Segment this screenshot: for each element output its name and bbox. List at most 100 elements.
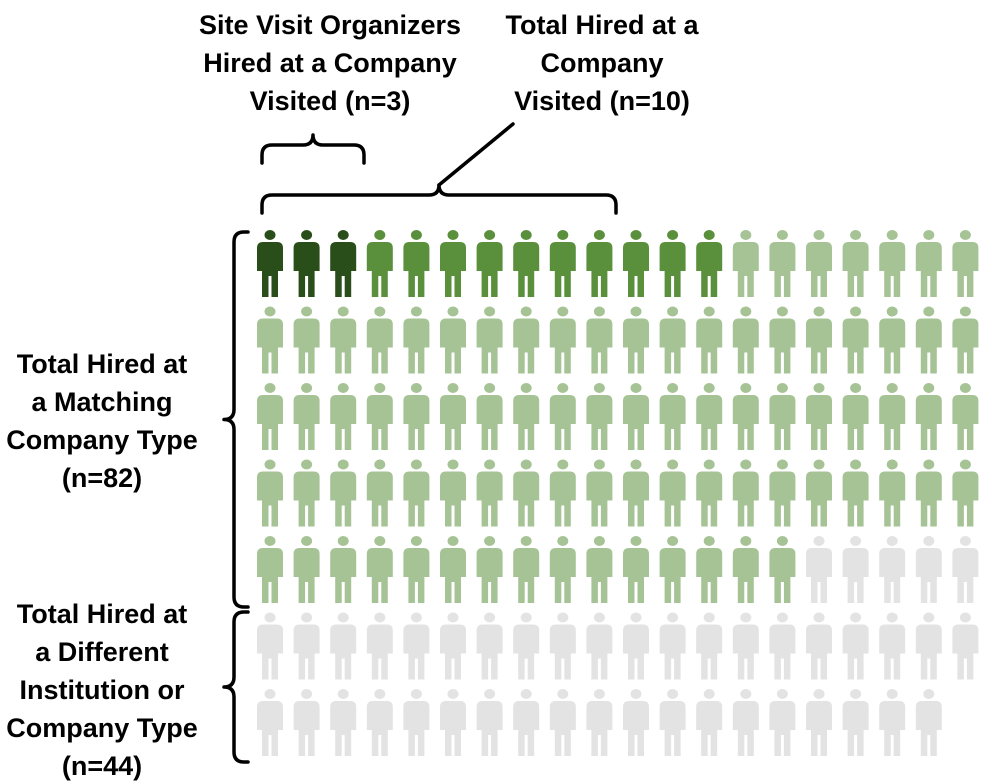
person-icon xyxy=(732,612,759,680)
person-icon xyxy=(366,459,393,527)
person-icon xyxy=(549,230,576,297)
person-icon xyxy=(366,230,393,297)
label-line: Company xyxy=(540,48,664,78)
person-icon xyxy=(586,459,613,527)
person-icon xyxy=(257,306,283,374)
person-icon xyxy=(549,383,576,450)
label-line: Hired at a Company xyxy=(203,48,457,78)
person-icon xyxy=(403,383,430,450)
person-icon xyxy=(732,306,759,374)
person-icon xyxy=(549,306,576,374)
person-icon xyxy=(586,383,613,450)
person-icon xyxy=(659,383,686,450)
person-icon xyxy=(732,383,759,450)
label-line: Visited (n=3) xyxy=(249,86,411,116)
person-icon xyxy=(440,536,466,603)
person-icon xyxy=(879,612,906,680)
person-icon xyxy=(806,383,832,450)
person-icon xyxy=(293,383,320,450)
person-icon xyxy=(257,459,283,527)
person-icon xyxy=(549,689,576,756)
person-icon xyxy=(476,536,503,603)
person-icon xyxy=(476,612,503,680)
person-icon xyxy=(732,230,759,297)
person-icon xyxy=(513,230,540,297)
person-icon xyxy=(769,689,796,756)
person-icon xyxy=(403,306,430,374)
person-icon xyxy=(769,306,796,374)
person-icon xyxy=(915,612,942,680)
person-icon xyxy=(366,689,393,756)
person-icon xyxy=(842,230,869,297)
label-line: Institution or xyxy=(19,675,185,705)
person-icon xyxy=(769,383,796,450)
person-icon xyxy=(513,536,540,603)
brace-total-hired-company-visited xyxy=(260,183,618,215)
person-icon xyxy=(330,689,357,756)
person-icon xyxy=(623,306,649,374)
person-icon xyxy=(513,383,540,450)
person-icon xyxy=(330,230,357,297)
label-line: Total Hired at a xyxy=(505,10,699,40)
person-icon xyxy=(915,306,942,374)
person-icon xyxy=(366,306,393,374)
person-icon xyxy=(513,459,540,527)
person-icon xyxy=(440,689,466,756)
person-icon xyxy=(659,689,686,756)
person-icon xyxy=(403,459,430,527)
person-icon xyxy=(696,306,723,374)
person-icon xyxy=(403,230,430,297)
person-icon xyxy=(842,383,869,450)
label-line: Site Visit Organizers xyxy=(198,10,462,40)
label-total-hired-company-visited: Total Hired at a Company Visited (n=10) xyxy=(482,6,722,120)
person-icon xyxy=(403,536,430,603)
person-icon xyxy=(257,230,283,297)
person-icon xyxy=(293,612,320,680)
person-icon xyxy=(732,689,759,756)
person-icon xyxy=(806,230,832,297)
person-icon xyxy=(879,383,906,450)
person-icon xyxy=(696,459,723,527)
person-icon xyxy=(330,459,357,527)
person-icon xyxy=(293,459,320,527)
label-line: Company Type xyxy=(6,713,198,743)
person-icon xyxy=(293,689,320,756)
person-icon xyxy=(696,689,723,756)
person-icon xyxy=(403,612,430,680)
person-icon xyxy=(403,689,430,756)
person-icon xyxy=(732,536,759,603)
leader-line xyxy=(437,122,515,187)
person-icon xyxy=(952,459,979,527)
person-icon xyxy=(366,383,393,450)
brace-matching-company-type xyxy=(222,230,250,609)
person-icon xyxy=(915,689,942,756)
label-site-visit-organizers: Site Visit Organizers Hired at a Company… xyxy=(188,6,472,120)
label-line: a Matching xyxy=(31,387,173,417)
person-icon xyxy=(293,306,320,374)
person-icon xyxy=(257,383,283,450)
person-icon xyxy=(476,306,503,374)
person-icon xyxy=(623,230,649,297)
person-icon xyxy=(769,536,796,603)
person-icon xyxy=(549,459,576,527)
person-icon xyxy=(440,230,466,297)
person-icon xyxy=(330,612,357,680)
label-total-hired-different-type: Total Hired at a Different Institution o… xyxy=(0,595,204,784)
person-icon xyxy=(476,689,503,756)
person-icon xyxy=(623,536,649,603)
person-icon xyxy=(513,612,540,680)
person-icon xyxy=(476,230,503,297)
label-line: Visited (n=10) xyxy=(514,86,690,116)
person-icon xyxy=(257,536,283,603)
person-icon xyxy=(842,689,869,756)
person-icon xyxy=(659,306,686,374)
person-icon xyxy=(915,383,942,450)
person-icon xyxy=(476,383,503,450)
label-line: (n=82) xyxy=(61,463,143,493)
person-icon xyxy=(623,459,649,527)
person-icon xyxy=(842,536,869,603)
person-icon xyxy=(952,536,979,603)
person-icon xyxy=(879,459,906,527)
person-icon xyxy=(330,306,357,374)
